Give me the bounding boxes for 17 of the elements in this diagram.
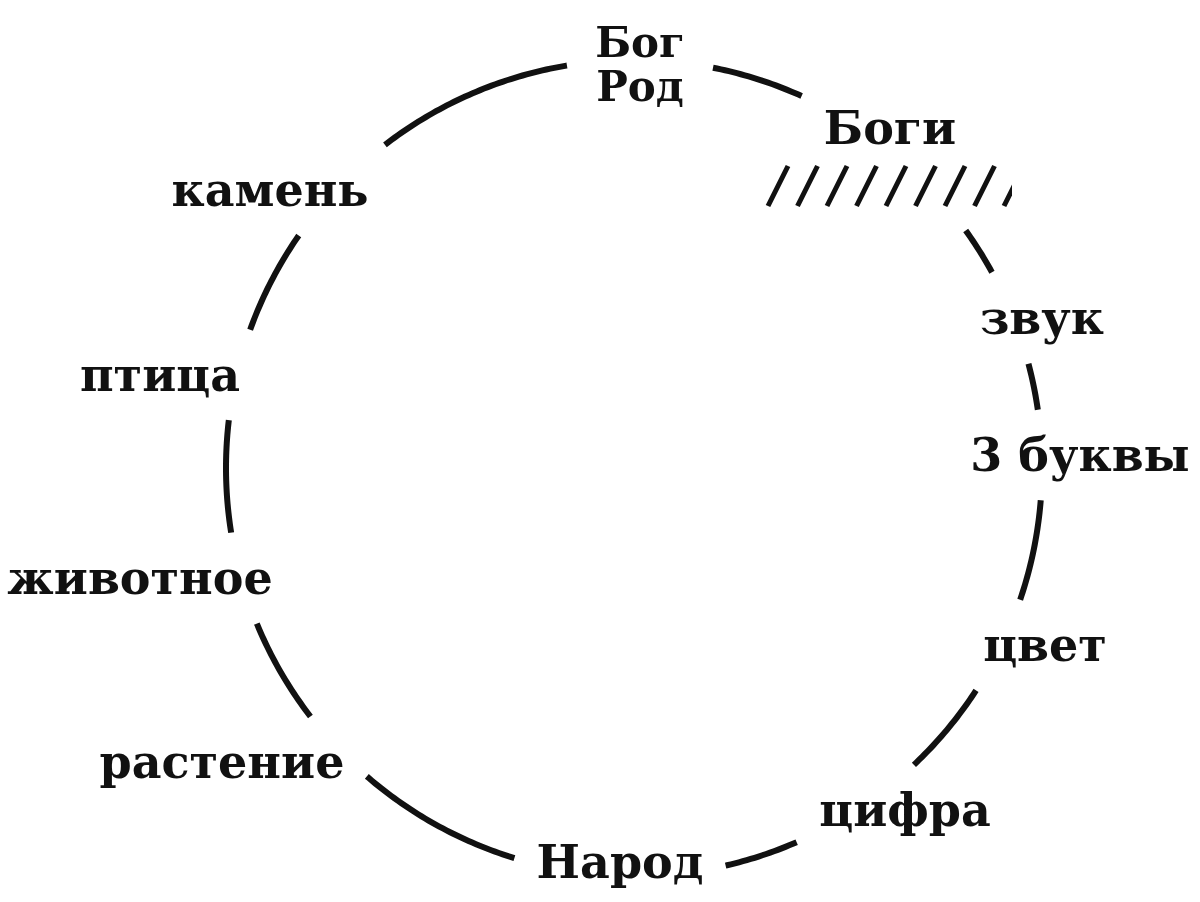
circle-arc: [724, 839, 798, 869]
word-label: камень: [171, 167, 369, 213]
word-label: животное: [7, 555, 273, 601]
circle-arc: [254, 621, 313, 719]
circle-arc: [1017, 499, 1044, 601]
circle-arc: [223, 419, 235, 534]
circle-arc: [712, 64, 803, 99]
circle-arc: [383, 62, 570, 148]
circle-arc: [963, 228, 995, 275]
word-label: цвет: [983, 622, 1107, 668]
word-label: Бог Род: [594, 20, 686, 110]
circle-arc: [364, 774, 516, 861]
circle-arc: [911, 688, 979, 767]
circle-arc: [247, 232, 302, 331]
word-label: Боги: [823, 105, 957, 151]
word-label: птица: [79, 352, 241, 398]
circle-arc: [1025, 363, 1041, 411]
